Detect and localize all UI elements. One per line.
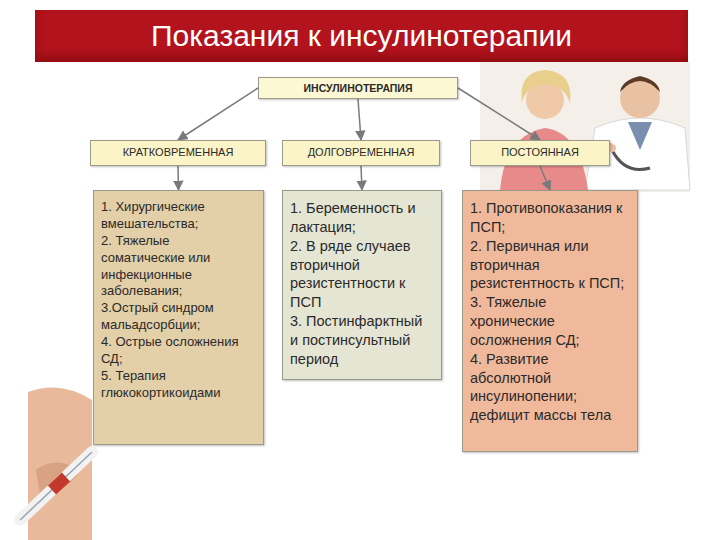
list-item: 2. В ряде случаев вторичной резистентнос… bbox=[290, 237, 434, 312]
connector-arrow bbox=[178, 88, 258, 140]
list-item: 3.Острый синдром мальадсорбции; bbox=[101, 300, 256, 334]
category-box: ДОЛГОВРЕМЕННАЯ bbox=[282, 140, 440, 166]
list-item: 1. Противопоказания к ПСП; bbox=[470, 199, 630, 237]
category-box: КРАТКОВРЕМЕННАЯ bbox=[90, 140, 266, 166]
insulin-pen-photo bbox=[20, 388, 92, 540]
connector-arrow bbox=[358, 99, 361, 140]
list-item: 2. Тяжелые соматические или инфекционные… bbox=[101, 233, 256, 301]
box-label: ПОСТОЯННАЯ bbox=[475, 146, 605, 159]
title-band: Показания к инсулинотерапии bbox=[35, 10, 688, 62]
box-label: ИНСУЛИНОТЕРАПИЯ bbox=[263, 82, 453, 95]
list-item: 1. Беременность и лактация; bbox=[290, 199, 434, 237]
indication-list: 1. Противопоказания к ПСП;2. Первичная и… bbox=[462, 190, 638, 452]
connector-arrow bbox=[540, 166, 550, 190]
doctor-photo bbox=[480, 62, 690, 192]
list-item: 4. Развитие абсолютной инсулинопении; де… bbox=[470, 350, 630, 425]
root-box: ИНСУЛИНОТЕРАПИЯ bbox=[258, 77, 458, 99]
list-item: 3. Тяжелые хронические осложнения СД; bbox=[470, 293, 630, 350]
list-item: 2. Первичная или вторичная резистентност… bbox=[470, 237, 630, 294]
list-item: 5. Терапия глюкокортикоидами bbox=[101, 368, 256, 402]
connector-arrow bbox=[361, 166, 362, 190]
connector-arrow bbox=[177, 166, 179, 190]
list-item: 3. Постинфарктный и постинсультный перио… bbox=[290, 312, 434, 369]
title-text: Показания к инсулинотерапии bbox=[151, 19, 572, 53]
connector-arrow bbox=[458, 88, 540, 140]
indication-list: 1. Беременность и лактация;2. В ряде слу… bbox=[282, 190, 442, 380]
list-item: 1. Хирургические вмешательства; bbox=[101, 199, 256, 233]
list-item: 4. Острые осложнения СД; bbox=[101, 334, 256, 368]
category-box: ПОСТОЯННАЯ bbox=[470, 140, 610, 166]
box-label: КРАТКОВРЕМЕННАЯ bbox=[95, 146, 261, 159]
indication-list: 1. Хирургические вмешательства;2. Тяжелы… bbox=[93, 190, 264, 445]
box-label: ДОЛГОВРЕМЕННАЯ bbox=[287, 146, 435, 159]
